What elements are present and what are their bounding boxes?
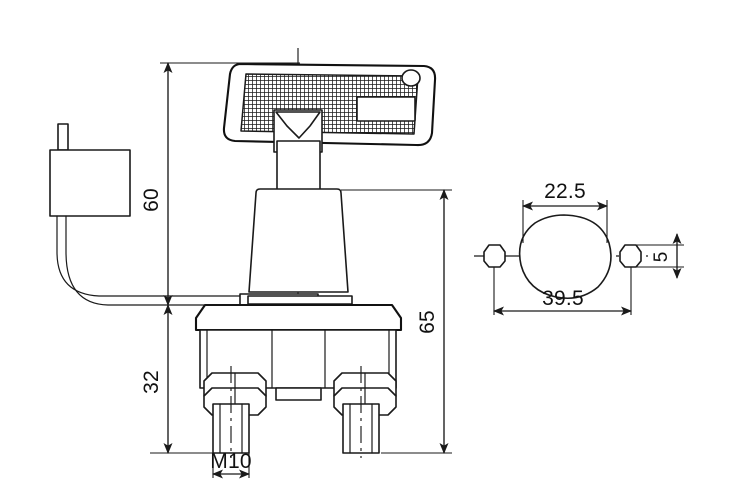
mounting-hole-left [483, 244, 506, 268]
bracket-tab [57, 123, 69, 151]
dim-5-text: 5 [651, 252, 672, 263]
mounting-hole-right [619, 244, 642, 268]
bracket-lug-bar [247, 295, 353, 305]
dimension-39-5: 39.5 [493, 267, 632, 316]
dimension-m10: M10 [210, 450, 252, 479]
dimension-65: 65 [341, 189, 452, 454]
bracket-body [49, 149, 131, 217]
dimension-22-5: 22.5 [522, 180, 608, 243]
tapered-body-shell [248, 188, 349, 293]
front-view: 60 32 65 M10 [49, 48, 452, 479]
dim-60-text: 60 [140, 188, 163, 212]
dim-65-text: 65 [416, 310, 439, 334]
terminal-stud-right [333, 366, 397, 458]
t-handle-knob [222, 62, 437, 153]
dimension-5: 5 [636, 233, 684, 279]
knob-pointer-notch [275, 111, 321, 139]
base-centre-boss [275, 387, 322, 401]
plan-view: 22.5 39.5 5 [474, 180, 684, 316]
knob-indicator-hole [401, 69, 421, 87]
mounting-bracket [49, 123, 353, 307]
knob-recess-panel [356, 96, 416, 122]
bracket-arm-inner [65, 215, 251, 306]
tapered-body [248, 188, 349, 293]
shaft-body [276, 140, 321, 194]
terminal-stud-left [203, 366, 267, 458]
bracket-arm-outer [56, 215, 251, 297]
dim-22-5-text: 22.5 [544, 180, 586, 203]
shaft [276, 140, 321, 194]
dimension-32: 32 [140, 304, 215, 454]
body-circle [518, 214, 612, 300]
dim-32-text: 32 [140, 370, 163, 394]
mounting-flange [194, 303, 403, 332]
flange-plate [194, 303, 403, 332]
dim-39-5-text: 39.5 [542, 287, 584, 310]
dim-m10-text: M10 [210, 450, 251, 473]
